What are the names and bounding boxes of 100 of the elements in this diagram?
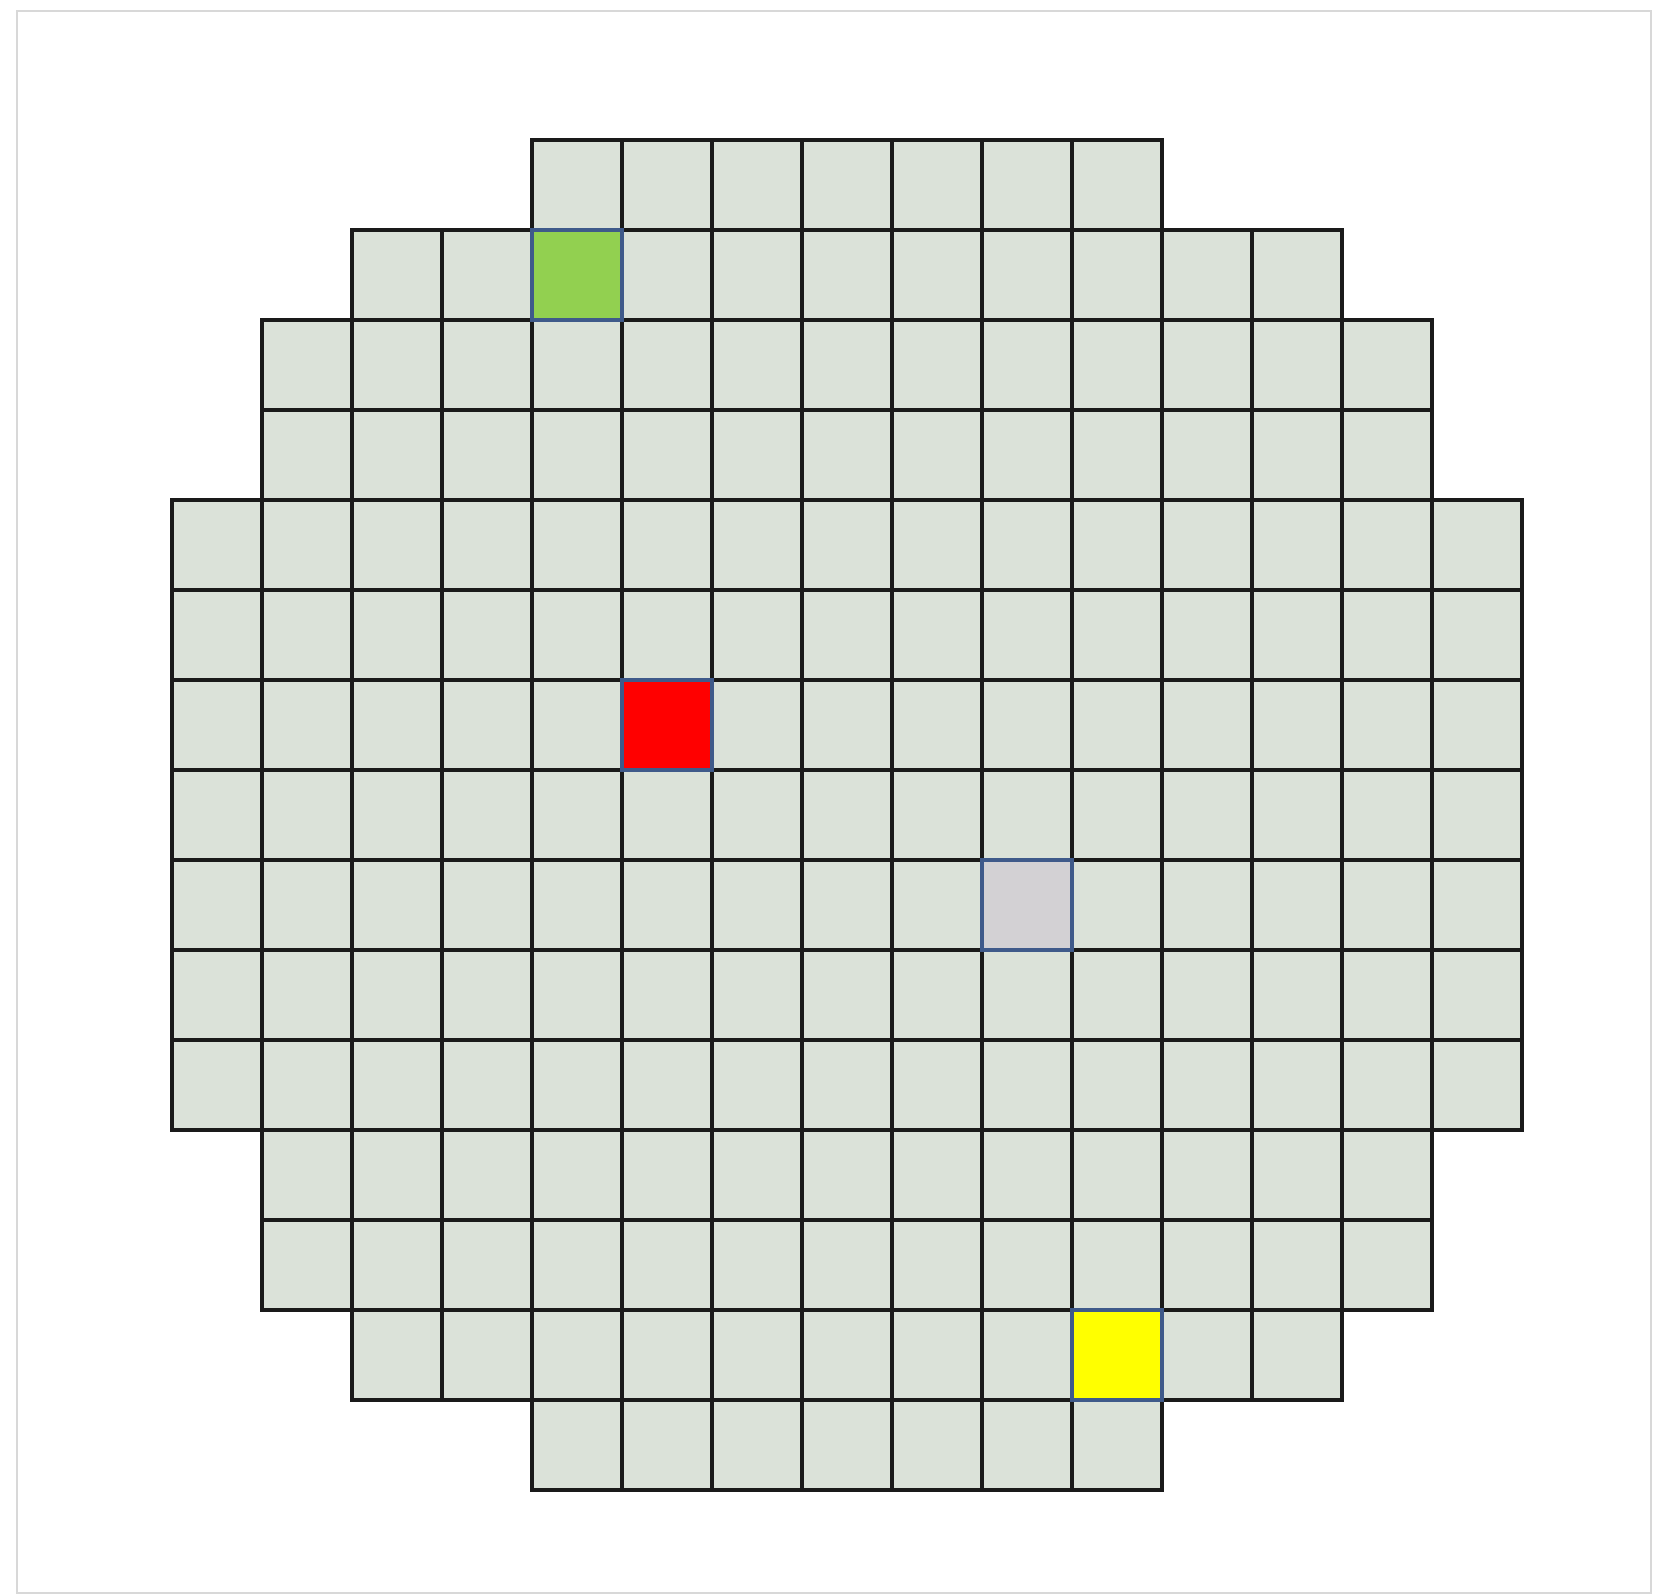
wafer-die <box>1250 948 1344 1042</box>
wafer-die <box>530 588 624 682</box>
wafer-die <box>260 318 354 412</box>
wafer-die <box>1160 768 1254 862</box>
wafer-die <box>350 1038 444 1132</box>
wafer-die <box>1340 408 1434 502</box>
wafer-die <box>1070 588 1164 682</box>
wafer-die <box>350 318 444 412</box>
wafer-die <box>530 1128 624 1222</box>
wafer-die <box>1070 498 1164 592</box>
wafer-die <box>620 1308 714 1402</box>
wafer-die <box>170 588 264 682</box>
wafer-die <box>260 588 354 682</box>
wafer-die <box>260 858 354 952</box>
wafer-die <box>1430 678 1524 772</box>
wafer-die <box>1160 588 1254 682</box>
wafer-die <box>350 588 444 682</box>
wafer-die <box>710 678 804 772</box>
wafer-die <box>1160 858 1254 952</box>
wafer-die <box>620 1218 714 1312</box>
wafer-die <box>1340 318 1434 412</box>
wafer-die <box>1430 948 1524 1042</box>
wafer-die <box>710 1308 804 1402</box>
wafer-die <box>980 678 1074 772</box>
wafer-die <box>1070 138 1164 232</box>
wafer-die <box>1070 1038 1164 1132</box>
wafer-die <box>1340 768 1434 862</box>
wafer-die <box>1250 498 1344 592</box>
highlighted-die <box>620 678 714 772</box>
wafer-die <box>620 1128 714 1222</box>
wafer-die <box>1430 1038 1524 1132</box>
wafer-die <box>800 228 894 322</box>
wafer-die <box>260 408 354 502</box>
wafer-die <box>1250 678 1344 772</box>
wafer-die <box>1070 948 1164 1042</box>
wafer-die <box>890 1308 984 1402</box>
wafer-die <box>530 1398 624 1492</box>
wafer-die <box>1160 408 1254 502</box>
wafer-die <box>980 1218 1074 1312</box>
wafer-die <box>530 768 624 862</box>
wafer-die <box>620 768 714 862</box>
wafer-die <box>800 1128 894 1222</box>
wafer-die <box>530 678 624 772</box>
wafer-die <box>800 498 894 592</box>
wafer-die <box>890 228 984 322</box>
wafer-die <box>350 1218 444 1312</box>
wafer-die <box>530 1218 624 1312</box>
wafer-die <box>1340 678 1434 772</box>
wafer-die <box>440 1308 534 1402</box>
wafer-die <box>890 318 984 412</box>
wafer-die <box>890 948 984 1042</box>
wafer-die <box>980 408 1074 502</box>
wafer-die <box>170 858 264 952</box>
wafer-die <box>980 1308 1074 1402</box>
wafer-die <box>800 1038 894 1132</box>
wafer-die <box>1160 498 1254 592</box>
wafer-die <box>1430 768 1524 862</box>
wafer-die <box>1070 1218 1164 1312</box>
wafer-die <box>890 1218 984 1312</box>
wafer-die <box>260 1218 354 1312</box>
wafer-die <box>890 858 984 952</box>
wafer-die <box>890 768 984 862</box>
wafer-die <box>980 1038 1074 1132</box>
wafer-die <box>1160 318 1254 412</box>
wafer-die <box>620 1038 714 1132</box>
wafer-die <box>1070 678 1164 772</box>
wafer-die <box>1160 948 1254 1042</box>
wafer-die <box>800 1398 894 1492</box>
wafer-die <box>710 768 804 862</box>
wafer-die <box>1070 408 1164 502</box>
wafer-die <box>1070 1128 1164 1222</box>
wafer-die <box>440 1038 534 1132</box>
wafer-die <box>800 858 894 952</box>
highlighted-die <box>980 858 1074 952</box>
wafer-die <box>710 1038 804 1132</box>
wafer-die <box>1070 858 1164 952</box>
wafer-die <box>890 1128 984 1222</box>
wafer-die <box>1340 1128 1434 1222</box>
wafer-die <box>800 138 894 232</box>
wafer-die <box>1430 498 1524 592</box>
wafer-die <box>620 858 714 952</box>
wafer-die <box>800 318 894 412</box>
wafer-die <box>1250 1308 1344 1402</box>
wafer-die <box>1250 1128 1344 1222</box>
wafer-die <box>530 138 624 232</box>
wafer-die <box>350 858 444 952</box>
wafer-die <box>530 1308 624 1402</box>
wafer-die <box>800 768 894 862</box>
wafer-die <box>350 408 444 502</box>
wafer-die <box>710 498 804 592</box>
wafer-die <box>890 498 984 592</box>
wafer-die <box>1250 1038 1344 1132</box>
wafer-die <box>620 498 714 592</box>
wafer-die <box>890 588 984 682</box>
wafer-die <box>1250 228 1344 322</box>
wafer-die <box>260 678 354 772</box>
wafer-die <box>800 1308 894 1402</box>
wafer-die <box>890 408 984 502</box>
wafer-die <box>800 588 894 682</box>
wafer-die <box>1430 588 1524 682</box>
